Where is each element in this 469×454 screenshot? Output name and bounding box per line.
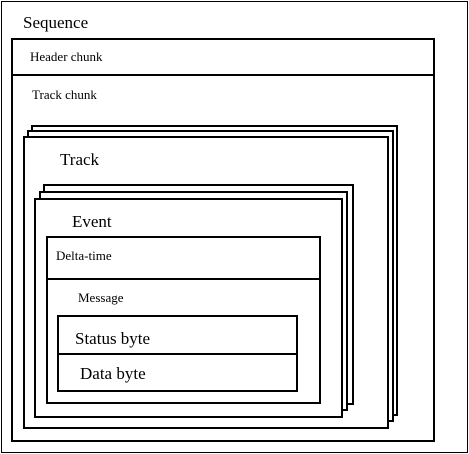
- event-label: Event: [72, 212, 112, 231]
- status-byte-box: [57, 315, 298, 355]
- track-label: Track: [60, 150, 100, 169]
- data-byte-label: Data byte: [80, 364, 146, 383]
- status-byte-label: Status byte: [75, 329, 151, 348]
- header-chunk-box: [11, 38, 435, 76]
- sequence-label: Sequence: [23, 13, 89, 32]
- header-chunk-label: Header chunk: [30, 49, 103, 64]
- delta-time-label: Delta-time: [56, 248, 112, 263]
- delta-time-box: [46, 236, 321, 280]
- message-label: Message: [78, 290, 124, 305]
- track-chunk-label: Track chunk: [32, 87, 97, 102]
